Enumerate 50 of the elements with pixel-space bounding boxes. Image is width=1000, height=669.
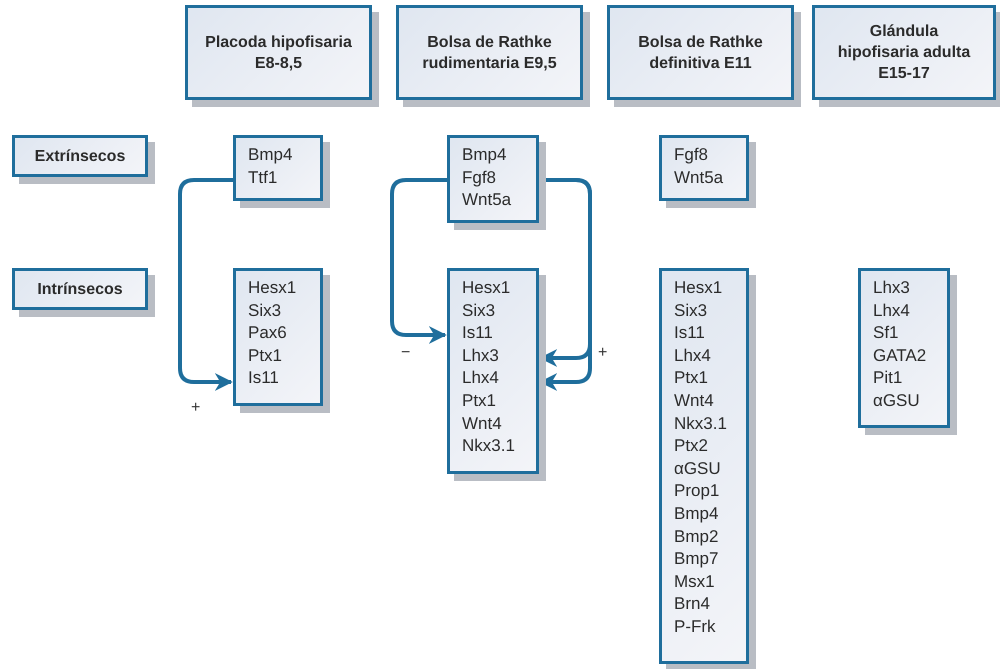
- gene-name: Ttf1: [248, 166, 278, 189]
- gene-name: Lhx4: [873, 300, 910, 322]
- gene-name: Lhx4: [674, 344, 711, 367]
- stage-title: Placoda hipofisaria E8-8,5: [204, 32, 353, 74]
- gene-name: Six3: [248, 300, 282, 322]
- stage-title: Glándula hipofisaria adulta E15-17: [836, 22, 972, 84]
- gene-name: Bmp4: [674, 502, 718, 525]
- arrow: [178, 178, 233, 391]
- arrow: [390, 178, 447, 344]
- gene-name: Lhx4: [462, 367, 499, 390]
- gene-name: P-Frk: [674, 616, 716, 638]
- stage-title: Bolsa de Rathke definitiva E11: [637, 32, 764, 74]
- stage-title: Bolsa de Rathke rudimentaria E9,5: [421, 32, 558, 74]
- gene-name: Wnt4: [462, 412, 502, 435]
- gene-name: Pax6: [248, 322, 287, 344]
- gene-name: Brn4: [674, 593, 710, 616]
- gene-name: Ptx2: [674, 435, 708, 458]
- gene-name: Six3: [462, 300, 496, 322]
- category-label: Intrínsecos: [37, 280, 123, 300]
- gene-name: Fgf8: [674, 144, 708, 166]
- gene-name: αGSU: [873, 390, 920, 412]
- gene-name: Is11: [248, 367, 279, 390]
- gene-name: Lhx3: [873, 277, 910, 299]
- gene-name: Nkx3.1: [674, 412, 727, 435]
- gene-name: Bmp2: [674, 526, 718, 548]
- gene-name: αGSU: [674, 458, 721, 480]
- gene-name: Wnt4: [674, 390, 714, 412]
- gene-name: Ptx1: [462, 390, 496, 412]
- gene-name: Six3: [674, 300, 708, 322]
- gene-name: Prop1: [674, 480, 720, 502]
- gene-name: Lhx3: [462, 344, 499, 367]
- gene-name: Msx1: [674, 570, 715, 593]
- gene-name: Wnt5a: [674, 166, 724, 189]
- gene-name: Bmp4: [462, 144, 506, 166]
- gene-name: Sf1: [873, 322, 899, 344]
- gene-name: Is11: [674, 322, 705, 344]
- gene-name: Hesx1: [674, 277, 722, 299]
- gene-name: Ptx1: [674, 367, 708, 390]
- gene-name: Is11: [462, 322, 493, 344]
- gene-name: Pit1: [873, 367, 902, 390]
- gene-name: Ptx1: [248, 344, 282, 367]
- gene-name: Hesx1: [462, 277, 510, 299]
- gene-name: Nkx3.1: [462, 435, 515, 458]
- gene-name: Wnt5a: [462, 189, 512, 212]
- gene-name: Hesx1: [248, 277, 296, 299]
- gene-name: GATA2: [873, 344, 926, 367]
- category-label: Extrínsecos: [34, 146, 126, 166]
- gene-name: Bmp7: [674, 548, 718, 570]
- gene-name: Fgf8: [462, 166, 496, 189]
- gene-name: Bmp4: [248, 144, 292, 166]
